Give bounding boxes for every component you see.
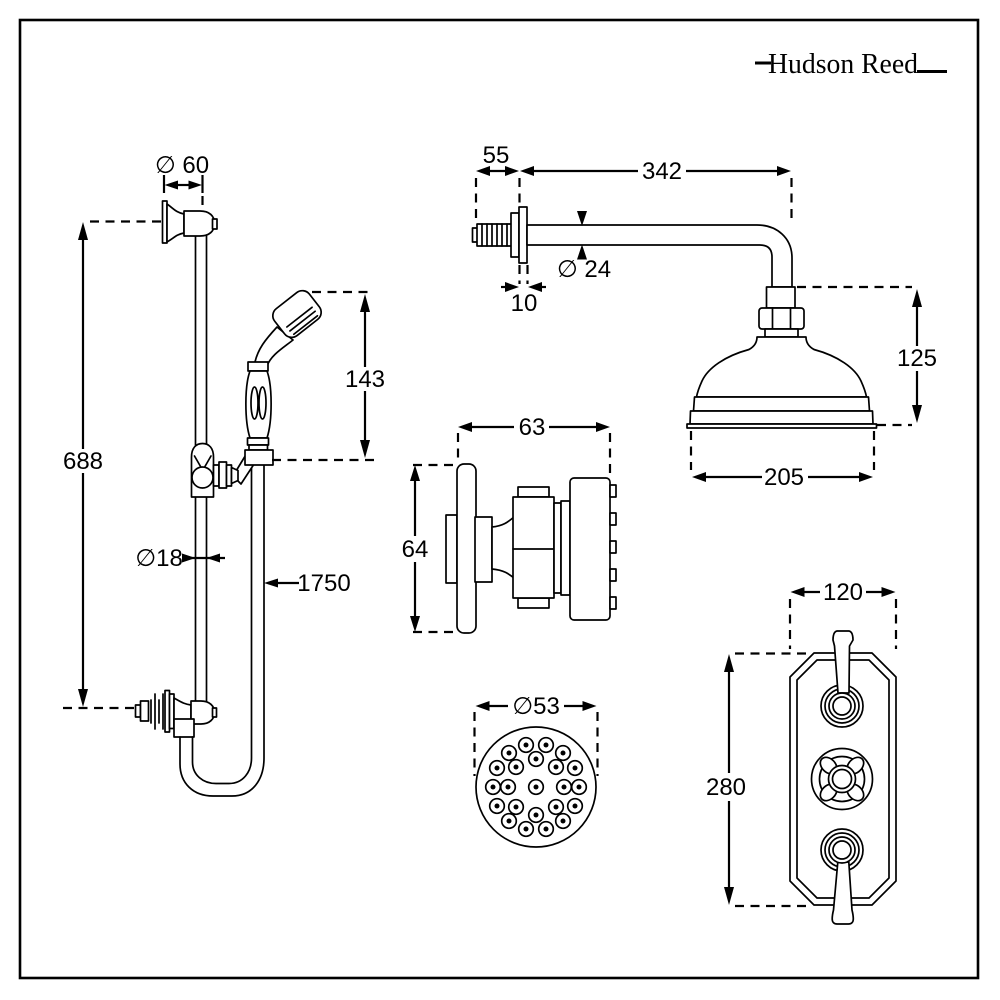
dim-label-flange-depth: 10 bbox=[511, 290, 538, 317]
dim-jet-width: 63 bbox=[456, 414, 612, 475]
jet-wall-plate bbox=[456, 463, 477, 634]
dim-label-head-height: 125 bbox=[897, 345, 937, 372]
dim-label-handset-height: 143 bbox=[345, 366, 385, 393]
fixed-shower-head bbox=[686, 336, 878, 429]
dim-flange-depth: 10 bbox=[501, 265, 546, 317]
clamp-knob bbox=[218, 461, 228, 489]
lever-handle-up bbox=[832, 630, 854, 694]
jet-nozzles bbox=[484, 736, 588, 838]
dim-handset-height: 143 bbox=[272, 290, 385, 462]
dim-valve-width: 120 bbox=[788, 579, 898, 649]
arm-wall-flange bbox=[518, 206, 528, 264]
dim-arm-length: 342 bbox=[520, 158, 791, 185]
dim-valve-height: 280 bbox=[706, 652, 808, 908]
valve-bottom-lever bbox=[820, 828, 864, 925]
rail-slider-clamp bbox=[190, 442, 257, 498]
valve-plate-inner bbox=[796, 659, 890, 899]
dim-arm-diameter: ∅ 24 bbox=[557, 211, 611, 283]
valve-drawing: 120 280 bbox=[706, 579, 898, 925]
shower-arm-head-drawing: 55 342 ∅ 24 10 bbox=[471, 142, 937, 491]
dim-label-valve-width: 120 bbox=[823, 579, 863, 606]
lever-handle-down bbox=[831, 861, 855, 925]
dim-label-valve-height: 280 bbox=[706, 774, 746, 801]
dim-wall-fixing-depth: 55 bbox=[474, 142, 521, 221]
dim-bracket-diameter: ∅ 60 bbox=[155, 152, 209, 209]
clamp-knob bbox=[230, 466, 239, 485]
dim-label-arm-diameter: ∅ 24 bbox=[557, 256, 611, 283]
dim-label-hose-length: 1750 bbox=[297, 570, 350, 597]
dim-jet-height: 64 bbox=[402, 463, 456, 634]
dim-hose-length: 1750 bbox=[264, 570, 351, 597]
dim-label-wall-fixing-depth: 55 bbox=[483, 142, 510, 169]
valve-crosshead bbox=[810, 747, 874, 811]
handset-head bbox=[271, 289, 323, 339]
dim-head-height: 125 bbox=[797, 285, 937, 427]
jet-wall-stub bbox=[445, 514, 458, 584]
handset-collar bbox=[247, 361, 269, 372]
dim-head-diameter: 205 bbox=[689, 431, 876, 491]
dim-label-rail-diameter: ∅18 bbox=[135, 545, 183, 572]
jet-neck bbox=[491, 516, 515, 579]
dim-label-bracket-diameter: ∅ 60 bbox=[155, 152, 209, 179]
jet-face-side bbox=[569, 477, 611, 621]
body-jet-side-drawing: 63 64 bbox=[402, 414, 617, 634]
dim-label-jet-face-diameter: ∅53 bbox=[512, 693, 560, 720]
brand-name: Hudson Reed bbox=[768, 49, 918, 80]
jet-nut bbox=[512, 496, 555, 599]
jet-collar bbox=[474, 516, 493, 583]
dim-label-rail-height: 688 bbox=[63, 448, 103, 475]
slide-rail-drawing: ∅ 60 688 143 ∅18 bbox=[63, 152, 385, 797]
shower-hose bbox=[179, 464, 265, 797]
brand-logo: Hudson Reed bbox=[755, 49, 947, 80]
dim-label-arm-length: 342 bbox=[642, 158, 682, 185]
rail-bottom-elbow bbox=[134, 689, 218, 738]
dim-label-jet-height: 64 bbox=[402, 536, 429, 563]
valve-top-lever bbox=[820, 630, 864, 728]
arm-wall-flange bbox=[510, 212, 520, 258]
dim-label-jet-width: 63 bbox=[519, 414, 546, 441]
rail-top-bracket bbox=[161, 200, 218, 244]
dim-label-head-diameter: 205 bbox=[764, 464, 804, 491]
dim-rail-diameter: ∅18 bbox=[135, 545, 225, 572]
body-jet-front-drawing: ∅53 bbox=[473, 693, 599, 848]
dim-jet-face-diameter: ∅53 bbox=[473, 693, 599, 776]
dim-rail-height: 688 bbox=[63, 220, 163, 710]
handset-holder bbox=[244, 449, 274, 466]
handset bbox=[244, 289, 323, 466]
